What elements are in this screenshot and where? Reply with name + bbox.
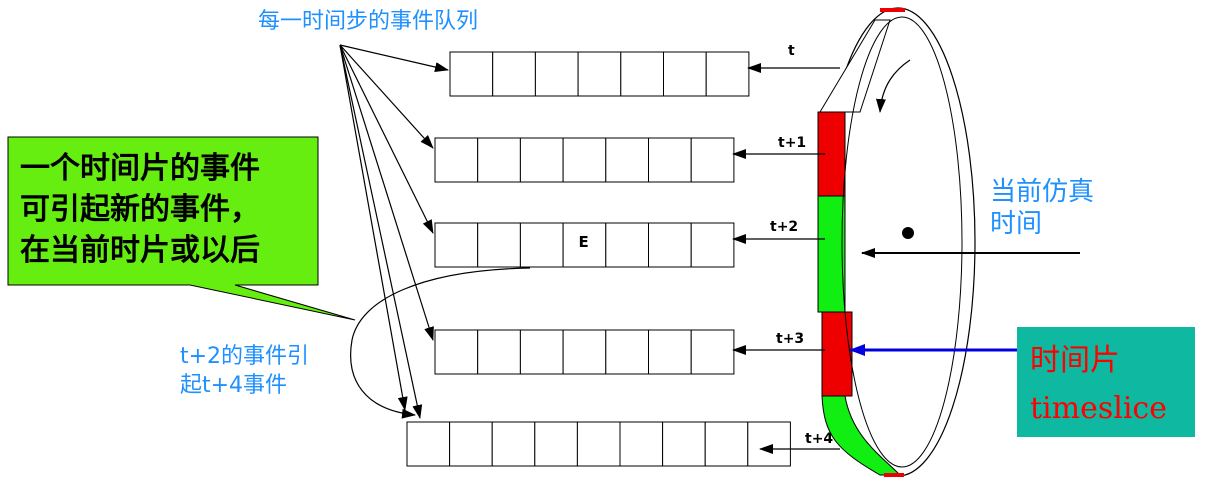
queue-cell <box>662 421 706 467</box>
queue-cell <box>434 222 479 268</box>
ring-inner <box>841 16 963 468</box>
queue-t2: E <box>434 222 735 268</box>
queue-cell <box>705 51 750 97</box>
ring-slice-green <box>817 195 846 313</box>
queue-cell <box>477 137 521 183</box>
ring-slices <box>817 19 902 476</box>
ring-slice-red <box>821 311 853 397</box>
callout-line-3: 在当前时片或以后 <box>20 233 260 268</box>
queue-cell <box>492 51 536 97</box>
queue-t1 <box>434 137 735 183</box>
queue-cell <box>747 421 791 467</box>
queue-cell <box>519 329 564 375</box>
queue-cell <box>605 137 649 183</box>
queue-cell <box>562 329 607 375</box>
ring-to-queue-arrows <box>732 63 840 454</box>
queue-label-t3: t+3 <box>776 331 804 347</box>
ring-center-dot <box>902 227 914 239</box>
queue-cell <box>605 222 649 268</box>
event-marker: E <box>578 233 588 251</box>
callout-bubble <box>7 136 356 321</box>
queue-cell <box>576 421 621 467</box>
title-arrow-t4b <box>339 44 408 411</box>
title-arrow-t3 <box>339 44 434 341</box>
queue-cell <box>690 137 735 183</box>
queue-cell <box>690 222 735 268</box>
queue-cell <box>605 329 649 375</box>
title-arrow-t2 <box>339 44 434 234</box>
queue-cell <box>434 137 479 183</box>
queue-cell <box>406 421 451 467</box>
queue-cell <box>534 421 578 467</box>
queue-cell <box>477 222 521 268</box>
title-arrow-t4 <box>339 44 423 419</box>
timeslice-box <box>1017 327 1195 437</box>
queue-cell <box>519 137 564 183</box>
current-time-label-line-2: 时间 <box>990 209 1042 239</box>
queue-label-t: t <box>788 43 795 59</box>
queue-cell <box>562 222 607 268</box>
queue-cell <box>491 421 536 467</box>
rotation-arrow <box>875 59 911 113</box>
queue-t <box>449 51 750 97</box>
cause-curve-arrow <box>350 267 531 419</box>
queue-cell <box>534 51 579 97</box>
ring-arrow-labels: t t+1 t+2 t+3 t+4 <box>770 43 833 447</box>
queue-cell <box>434 329 479 375</box>
callout-line-1: 一个时间片的事件 <box>20 151 260 186</box>
queue-cell <box>663 51 707 97</box>
time-ring <box>817 7 976 477</box>
queue-cell <box>562 137 607 183</box>
queue-label-t4: t+4 <box>805 431 833 447</box>
queue-label-t2: t+2 <box>770 219 798 235</box>
current-time-label-line-1: 当前仿真 <box>990 177 1094 207</box>
queue-t4 <box>406 421 791 467</box>
queue-cell <box>648 137 692 183</box>
queue-label-t1: t+1 <box>778 135 806 151</box>
queue-cell <box>519 222 564 268</box>
queue-cell <box>449 421 493 467</box>
queue-cell <box>620 51 664 97</box>
title-arrow-t <box>339 44 449 72</box>
queue-cell <box>648 329 692 375</box>
timeslice-line-2: timeslice <box>1030 391 1167 426</box>
queue-title: 每一时间步的事件队列 <box>258 9 478 34</box>
timeslice-line-1: 时间片 <box>1030 343 1120 378</box>
queue-cell <box>449 51 494 97</box>
callout-line-2: 可引起新的事件， <box>20 192 260 227</box>
event-queues: E <box>406 51 791 467</box>
queue-cell <box>690 329 735 375</box>
queue-cell <box>619 421 664 467</box>
queue-cell <box>704 421 749 467</box>
cause-label-line-2: 起t+4事件 <box>180 373 287 398</box>
callout: 一个时间片的事件 可引起新的事件， 在当前时片或以后 <box>7 136 356 321</box>
queue-t3 <box>434 329 735 375</box>
cause-label-line-1: t+2的事件引 <box>180 344 309 369</box>
queue-cell <box>648 222 692 268</box>
queue-cell <box>477 329 521 375</box>
queue-cell <box>577 51 622 97</box>
title-arrows <box>339 44 449 419</box>
title-arrow-t1 <box>339 44 434 149</box>
ring-slice-white <box>819 19 891 113</box>
